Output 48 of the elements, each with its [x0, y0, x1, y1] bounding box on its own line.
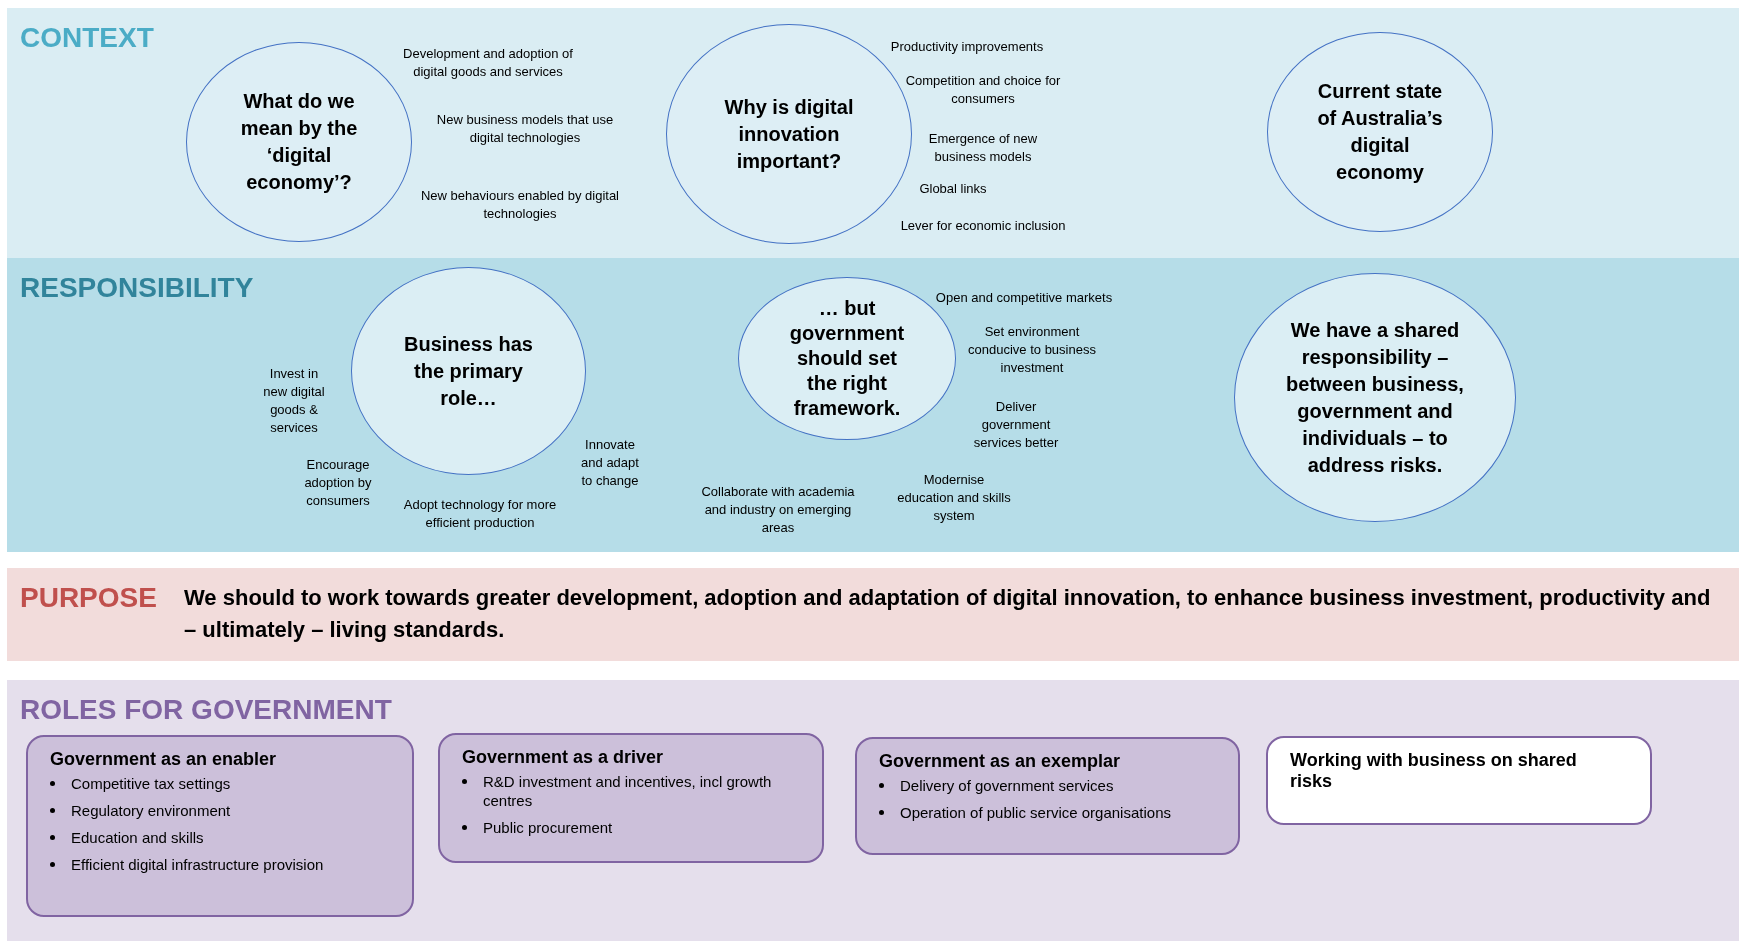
role-card — [26, 735, 414, 917]
note-text: Invest in new digital goods & services — [262, 365, 326, 437]
note-text: Deliver government services better — [972, 398, 1060, 452]
note-text: New business models that use digital technologies — [435, 111, 615, 147]
note-text: Innovate and adapt to change — [580, 436, 640, 490]
note-text: Development and adoption of digital goods and services — [402, 45, 574, 81]
role-card — [855, 737, 1240, 855]
note-text: Encourage adoption by consumers — [303, 456, 373, 510]
circle-text: What do we mean by the ‘digital economy’? — [239, 89, 359, 195]
circle-text: We have a shared responsibility – between business, government and individuals – to address risks. — [1285, 317, 1465, 478]
card-heading: Government as a driver — [462, 747, 665, 768]
bullet-item: Efficient digital infrastructure provision — [71, 855, 324, 874]
note-text: Global links — [918, 180, 988, 198]
card-heading: Government as an exemplar — [879, 751, 1122, 772]
circle-text: … but government should set the right framework. — [788, 296, 906, 421]
card-heading: Government as an enabler — [50, 749, 278, 770]
circle-text: Why is digital innovation important? — [723, 94, 855, 174]
note-text: New behaviours enabled by digital technologies — [420, 187, 620, 223]
bullet-item: Public procurement — [483, 818, 613, 837]
role-card — [438, 733, 824, 863]
bullet-item: Operation of public service organisations — [900, 803, 1171, 822]
section-band — [7, 680, 1739, 941]
note-text: Adopt technology for more efficient production — [402, 496, 558, 532]
note-text: Productivity improvements — [889, 38, 1045, 56]
section-band — [7, 258, 1739, 552]
note-text: Collaborate with academia and industry on emerging areas — [700, 483, 856, 537]
circle-text: Current state of Australia’s digital economy — [1316, 79, 1444, 185]
bullet-item: Delivery of government services — [900, 776, 1114, 795]
bullet-item: Regulatory environment — [71, 801, 231, 820]
note-text: Set environment conducive to business investment — [967, 323, 1097, 377]
note-text: Emergence of new business models — [927, 130, 1039, 166]
note-text: Open and competitive markets — [934, 289, 1114, 307]
role-card — [1266, 736, 1652, 825]
section-heading: PURPOSE — [20, 582, 157, 614]
purpose-statement: We should to work towards greater development, adoption and adaptation of digital innovation, to enhance business investment, productivity and – ultimately – living standards. — [184, 584, 1712, 644]
section-band — [7, 568, 1739, 661]
note-text: Modernise education and skills system — [896, 471, 1012, 525]
card-heading: Working with business on shared risks — [1290, 750, 1578, 792]
bullet-item: R&D investment and incentives, incl growth centres — [483, 772, 773, 810]
note-text: Competition and choice for consumers — [904, 72, 1062, 108]
section-heading: RESPONSIBILITY — [20, 272, 254, 304]
section-band — [7, 8, 1739, 258]
section-heading: ROLES FOR GOVERNMENT — [20, 694, 392, 726]
bullet-item: Competitive tax settings — [71, 774, 231, 793]
section-heading: CONTEXT — [20, 22, 154, 54]
bullet-item: Education and skills — [71, 828, 204, 847]
note-text: Lever for economic inclusion — [899, 217, 1067, 235]
circle-text: Business has the primary role… — [403, 331, 534, 411]
